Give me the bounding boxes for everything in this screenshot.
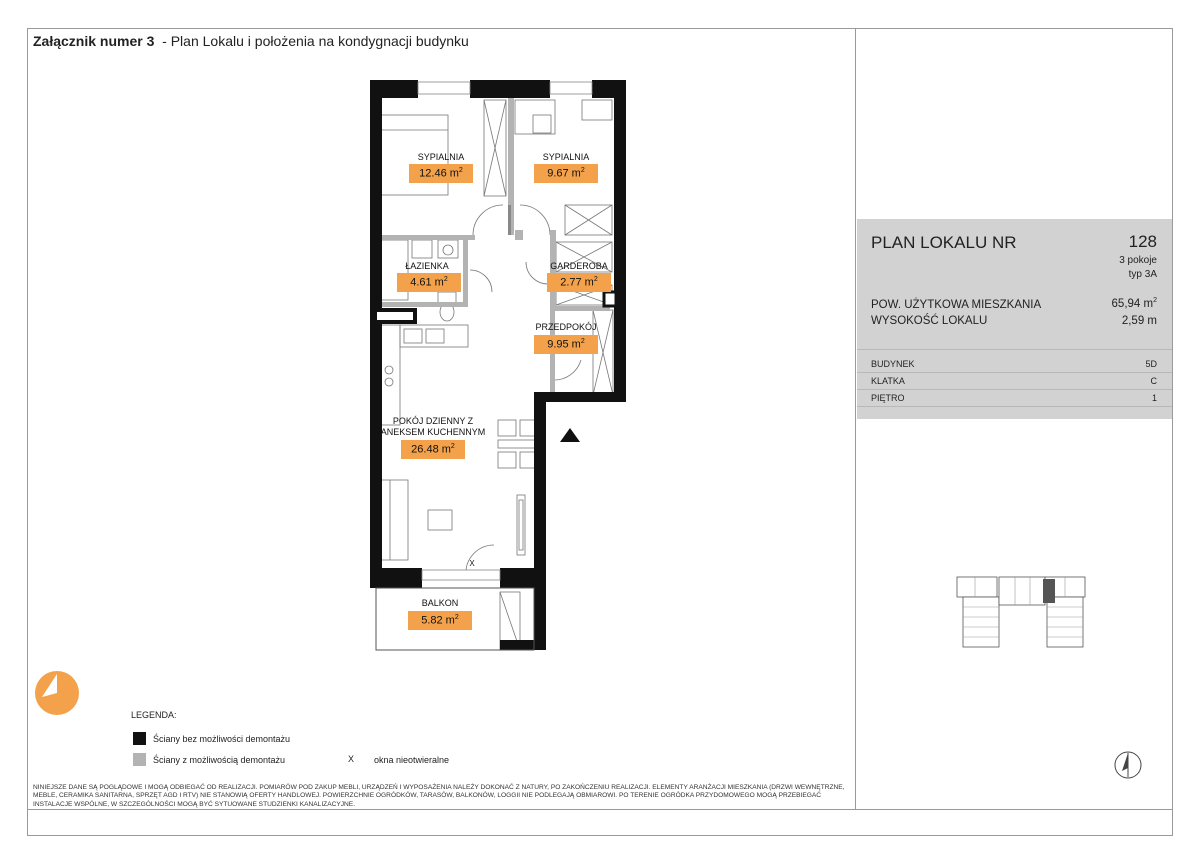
- legend-swatch-black: [133, 732, 146, 745]
- room-hallway-area: 9.95 m2: [534, 335, 598, 354]
- room-living-label: POKÓJ DZIENNY Z ANEKSEM KUCHENNYM: [381, 416, 486, 438]
- usable-area-label: POW. UŻYTKOWA MIESZKANIA: [871, 299, 1042, 311]
- legend-x-symbol: X: [348, 754, 355, 764]
- sun-orientation-icon: [35, 671, 79, 715]
- staircase-value: C: [1150, 376, 1158, 386]
- info-separator: [857, 349, 1172, 350]
- disclaimer-text: NINIEJSZE DANE SĄ POGLĄDOWE I MOGĄ ODBIE…: [33, 784, 845, 808]
- apartment-type: typ 3A: [1128, 269, 1157, 280]
- room-living-label-line2: ANEKSEM KUCHENNYM: [380, 427, 486, 437]
- info-separator: [857, 406, 1172, 407]
- building-value: 5D: [1145, 359, 1157, 369]
- non-openable-window-mark: X: [469, 559, 475, 568]
- floor-value: 1: [1151, 393, 1157, 403]
- room-wardrobe-label: GARDEROBA: [550, 261, 608, 271]
- legend-item-removable-walls-label: Ściany z możliwością demontażu: [153, 754, 286, 765]
- room-bedroom-1-area: 12.46 m2: [409, 164, 473, 183]
- title-description: - Plan Lokalu i położenia na kondygnacji…: [154, 33, 469, 49]
- north-arrow-icon: [1114, 751, 1142, 779]
- height-value: 2,59 m: [1121, 315, 1157, 327]
- room-living-label-line1: POKÓJ DZIENNY Z: [392, 416, 474, 426]
- floor-key-plan: [956, 576, 1086, 648]
- floor-plan-drawing: [370, 80, 626, 651]
- staircase-label: KLATKA: [871, 376, 905, 386]
- info-title: PLAN LOKALU NR: [871, 233, 1017, 252]
- building-label: BUDYNEK: [871, 359, 915, 369]
- floor-plan: X SYPIALNIA 12.46 m2 SYPIALNIA 9.67 m2 Ł…: [360, 70, 640, 660]
- room-bathroom-label: ŁAZIENKA: [405, 261, 449, 271]
- vertical-divider: [855, 28, 856, 809]
- room-balcony-area: 5.82 m2: [408, 611, 472, 630]
- legend-item-removable-walls: Ściany z możliwością demontażu: [133, 753, 285, 766]
- floor-label: PIĘTRO: [871, 393, 905, 403]
- info-separator: [857, 389, 1172, 390]
- legend-swatch-grey: [133, 753, 146, 766]
- page-frame: [27, 28, 1173, 836]
- room-wardrobe-area: 2.77 m2: [547, 273, 611, 292]
- info-panel: PLAN LOKALU NR 128 3 pokoje typ 3A POW. …: [857, 219, 1172, 419]
- room-hallway-label: PRZEDPOKÓJ: [535, 322, 597, 332]
- legend-x-label: okna nieotwieralne: [374, 755, 450, 765]
- room-balcony-label: BALKON: [421, 598, 459, 608]
- highlighted-apartment: [1043, 579, 1055, 603]
- apartment-number: 128: [1128, 232, 1157, 251]
- legend-item-fixed-walls: Ściany bez możliwości demontażu: [133, 732, 290, 745]
- document-title: Załącznik numer 3 - Plan Lokalu i położe…: [33, 33, 469, 49]
- room-bathroom-area: 4.61 m2: [397, 273, 461, 292]
- usable-area-value: 65,94 m2: [1111, 297, 1157, 310]
- legend-item-fixed-walls-label: Ściany bez możliwości demontażu: [153, 733, 291, 744]
- rooms-count: 3 pokoje: [1119, 255, 1157, 266]
- height-label: WYSOKOŚĆ LOKALU: [871, 315, 988, 327]
- room-living-area: 26.48 m2: [401, 440, 465, 459]
- title-annex-number: Załącznik numer 3: [33, 33, 155, 49]
- room-bedroom-1-label: SYPIALNIA: [417, 152, 465, 162]
- horizontal-divider: [27, 809, 1173, 810]
- room-bedroom-2-label: SYPIALNIA: [542, 152, 590, 162]
- room-bedroom-2-area: 9.67 m2: [534, 164, 598, 183]
- legend-title: LEGENDA:: [131, 710, 177, 720]
- info-separator: [857, 372, 1172, 373]
